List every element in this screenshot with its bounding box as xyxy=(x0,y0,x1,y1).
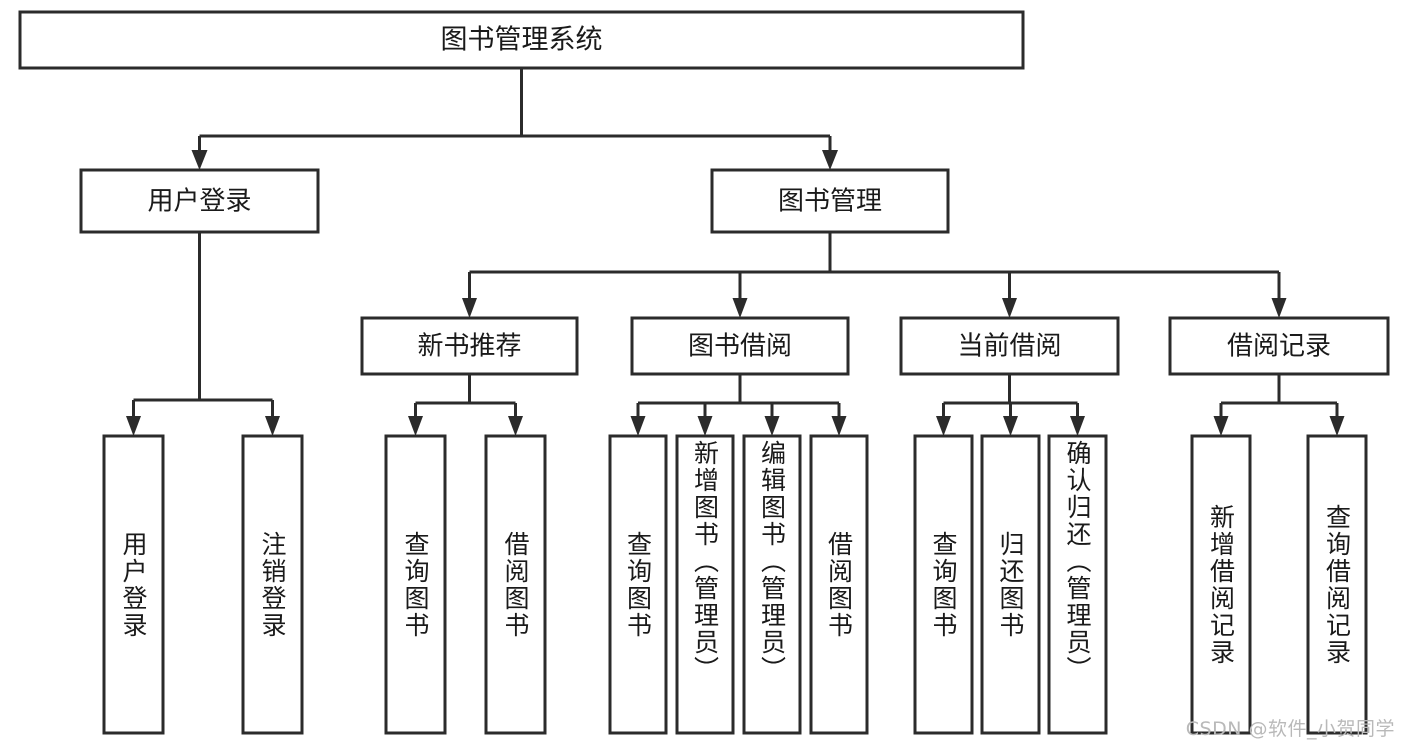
node-leaf-add-record-box[interactable] xyxy=(1190,434,1252,735)
node-borrow-record-box[interactable] xyxy=(1168,316,1390,376)
node-leaf-confirm-return-box[interactable] xyxy=(1047,434,1108,735)
node-current-borrow-label: 当前借阅 xyxy=(957,332,1061,362)
connector-layer xyxy=(126,68,1345,436)
node-book-manage-label: 图书管理 xyxy=(778,187,882,217)
arrowhead-leaf-return-book xyxy=(1003,416,1018,436)
arrowhead-user-login xyxy=(191,150,208,170)
node-book-manage[interactable]: 图书管理 xyxy=(710,168,950,234)
node-book-manage-box[interactable] xyxy=(710,168,950,234)
arrowhead-leaf-add-record xyxy=(1213,416,1229,436)
node-new-book-rec[interactable]: 新书推荐 xyxy=(360,316,579,376)
node-leaf-query-book-2-box[interactable] xyxy=(608,434,668,735)
node-borrow-record-label: 借阅记录 xyxy=(1227,332,1331,362)
node-borrow-record[interactable]: 借阅记录 xyxy=(1168,316,1390,376)
node-current-borrow-box[interactable] xyxy=(899,316,1120,376)
node-leaf-user-login-box[interactable] xyxy=(102,434,165,735)
node-leaf-edit-book-box[interactable] xyxy=(742,434,802,735)
node-root[interactable]: 图书管理系统 xyxy=(18,10,1025,70)
node-leaf-query-book-3-box[interactable] xyxy=(913,434,974,735)
node-leaf-add-book-box[interactable] xyxy=(675,434,735,735)
arrowhead-leaf-borrow-book-1 xyxy=(508,416,523,436)
node-book-borrow[interactable]: 图书借阅 xyxy=(630,316,850,376)
arrowhead-leaf-user-login xyxy=(126,416,141,436)
arrowhead-leaf-query-record xyxy=(1329,416,1345,436)
arrowhead-leaf-borrow-book-2 xyxy=(831,416,847,436)
node-book-borrow-label: 图书借阅 xyxy=(688,332,792,362)
arrowhead-leaf-logout xyxy=(265,416,280,436)
arrowhead-leaf-edit-book xyxy=(764,416,780,436)
arrowhead-book-manage xyxy=(822,150,838,170)
node-leaf-query-record-box[interactable] xyxy=(1306,434,1368,735)
node-user-login-box[interactable] xyxy=(79,168,320,234)
node-book-borrow-box[interactable] xyxy=(630,316,850,376)
arrowhead-leaf-confirm-return xyxy=(1070,416,1085,436)
node-leaf-borrow-book-1-box[interactable] xyxy=(484,434,547,735)
node-current-borrow[interactable]: 当前借阅 xyxy=(899,316,1120,376)
arrowhead-borrow-record xyxy=(1271,298,1287,318)
arrowhead-leaf-add-book xyxy=(697,416,713,436)
arrowhead-new-book-rec xyxy=(462,298,477,318)
node-new-book-rec-label: 新书推荐 xyxy=(417,332,521,362)
node-leaf-query-book-1-box[interactable] xyxy=(384,434,447,735)
node-root-box[interactable] xyxy=(18,10,1025,70)
node-root-label: 图书管理系统 xyxy=(441,25,603,56)
node-leaf-logout-box[interactable] xyxy=(241,434,304,735)
node-user-login[interactable]: 用户登录 xyxy=(79,168,320,234)
leaf-layer xyxy=(102,434,1368,735)
arrowhead-leaf-query-book-2 xyxy=(630,416,646,436)
arrowhead-book-borrow xyxy=(732,298,748,318)
node-leaf-borrow-book-2-box[interactable] xyxy=(809,434,869,735)
node-new-book-rec-box[interactable] xyxy=(360,316,579,376)
node-leaf-return-book-box[interactable] xyxy=(980,434,1041,735)
arrowhead-current-borrow xyxy=(1002,298,1017,318)
arrowhead-leaf-query-book-3 xyxy=(936,416,951,436)
watermark: CSDN @软件_小贺同学 xyxy=(1185,718,1395,740)
node-user-login-label: 用户登录 xyxy=(147,187,251,217)
arrowhead-leaf-query-book-1 xyxy=(408,416,423,436)
